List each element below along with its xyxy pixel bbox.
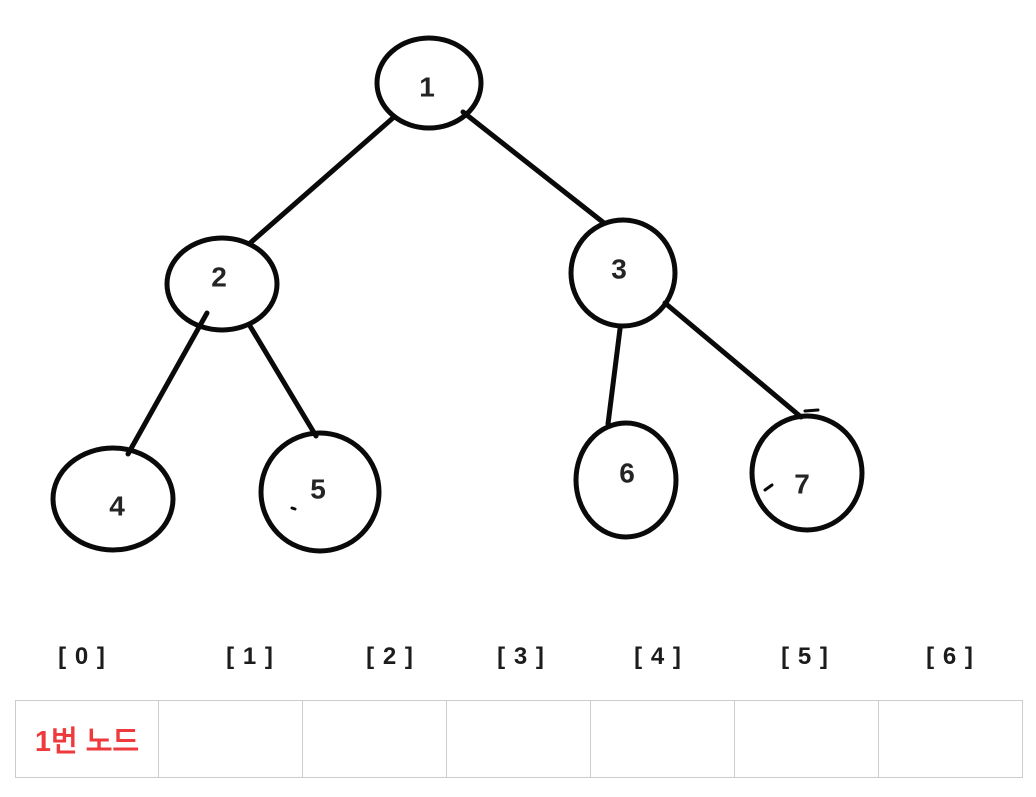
array-cell-4 [591,700,735,778]
stray-tick-left-of-label-7 [763,483,774,492]
tree-edge-2-4 [125,310,210,457]
binary-tree-diagram: 1 2 3 4 5 6 7 [50,35,865,554]
tree-node-label-5: 5 [310,474,326,505]
array-cell-1 [159,700,303,778]
tree-edge-3-6 [605,326,623,427]
tree-edge-1-2 [246,114,397,247]
array-index-label-5: [ 5 ] [781,643,829,670]
array-cell-0: 1번 노드 [15,700,159,778]
tree-node-circle-7 [749,413,865,533]
tree-node-label-6: 6 [619,458,635,489]
stray-dot-inside-node-5 [290,506,297,511]
tree-node-circle-2 [164,235,280,333]
tree-node-label-7: 7 [794,469,810,500]
array-index-label-2: [ 2 ] [366,643,414,670]
array-cell-text-0: 1번 노드 [34,726,140,758]
tree-node-label-1: 1 [419,72,435,103]
tree-node-circle-6 [573,420,679,540]
array-index-label-6: [ 6 ] [926,643,974,670]
array-table: 1번 노드 [15,700,1023,778]
array-cell-5 [735,700,879,778]
array-cell-2 [303,700,447,778]
tree-edge-1-3 [460,109,607,226]
tree-edge-2-5 [247,323,319,439]
tree-node-label-2: 2 [211,262,227,293]
tree-node-label-3: 3 [611,254,627,285]
tree-edge-3-7 [662,300,804,420]
tree-node-circle-5 [258,430,382,554]
array-index-label-0: [ 0 ] [58,643,106,670]
tree-node-circle-3 [568,217,678,329]
array-cell-6 [879,700,1023,778]
array-index-label-1: [ 1 ] [226,643,274,670]
tree-node-circle-4 [50,445,176,553]
array-cell-3 [447,700,591,778]
array-index-label-3: [ 3 ] [497,643,545,670]
tree-node-label-4: 4 [109,491,125,522]
array-index-label-4: [ 4 ] [634,643,682,670]
tree-node-circle-1 [374,35,484,131]
stray-dash-above-node-7 [803,408,820,413]
